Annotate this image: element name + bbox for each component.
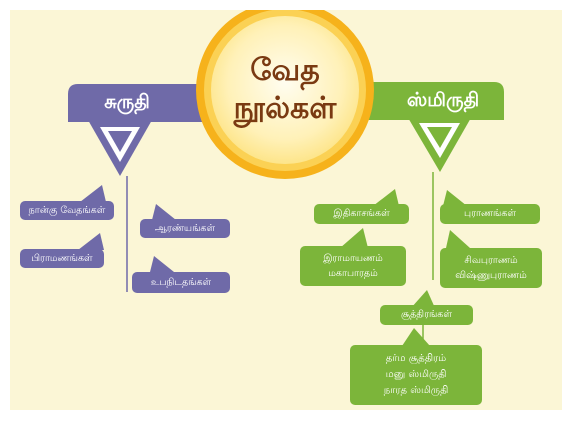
pointer-itihasas [373, 189, 399, 206]
box-vedas: நான்கு வேதங்கள் [20, 201, 114, 220]
center-title-line2: நூல்கள் [233, 91, 337, 126]
diagram-canvas: வேத நூல்கள் சுருதி ஸ்மிருதி நான்கு வேதங்… [10, 10, 562, 410]
pointer-sutra-list [402, 328, 430, 346]
box-aranyakas: ஆரண்யங்கள் [140, 219, 230, 238]
pointer-brahmanas [78, 233, 104, 250]
pointer-upanishads [150, 256, 174, 272]
pointer-aranyakas [152, 204, 176, 220]
right-banner-title: ஸ்மிருதி [406, 88, 480, 111]
purana-shiva: சிவபுராணம் [464, 255, 518, 266]
box-sutras: சூத்திரங்கள் [380, 305, 473, 325]
left-banner-title: சுருதி [104, 90, 150, 113]
box-brahmanas: பிராமணங்கள் [20, 249, 104, 268]
box-puranas: புராணங்கள் [440, 204, 540, 224]
sutra-narada: நாரத ஸ்மிருதி [383, 385, 449, 396]
epic-mahabharata: மகாபாரதம் [328, 268, 378, 279]
diagram-graphics [68, 10, 504, 346]
purana-vishnu: விஷ்ணுபுராணம் [455, 270, 527, 281]
box-purana-list: சிவபுராணம் விஷ்ணுபுராணம் [440, 248, 542, 288]
pointer-puranas [443, 190, 467, 206]
left-triangle-core [108, 131, 132, 152]
box-itihasa-list: இராமாயணம் மகாபாரதம் [300, 246, 406, 286]
sun-center [211, 16, 359, 164]
box-upanishads: உபநிடதங்கள் [132, 272, 230, 293]
sutra-manu: மனு ஸ்மிருதி [385, 369, 447, 380]
pointer-purana-list [446, 230, 470, 248]
sutra-dharma: தர்ம சூத்திரம் [385, 353, 447, 364]
epic-ramayana: இராமாயணம் [323, 253, 383, 264]
pointer-sutras [411, 290, 435, 308]
box-itihasas: இதிகாசங்கள் [314, 204, 409, 224]
box-sutra-list: தர்ம சூத்திரம் மனு ஸ்மிருதி நாரத ஸ்மிருத… [350, 345, 482, 405]
pointer-vedas [80, 185, 106, 202]
right-triangle-core [427, 127, 452, 148]
right-banner-shape [365, 82, 504, 120]
pointer-itihasa-list [340, 228, 368, 248]
center-title-line1: வேத [250, 53, 320, 88]
center-title: வேத நூல்கள் [215, 50, 355, 130]
left-banner-shape [68, 84, 220, 122]
